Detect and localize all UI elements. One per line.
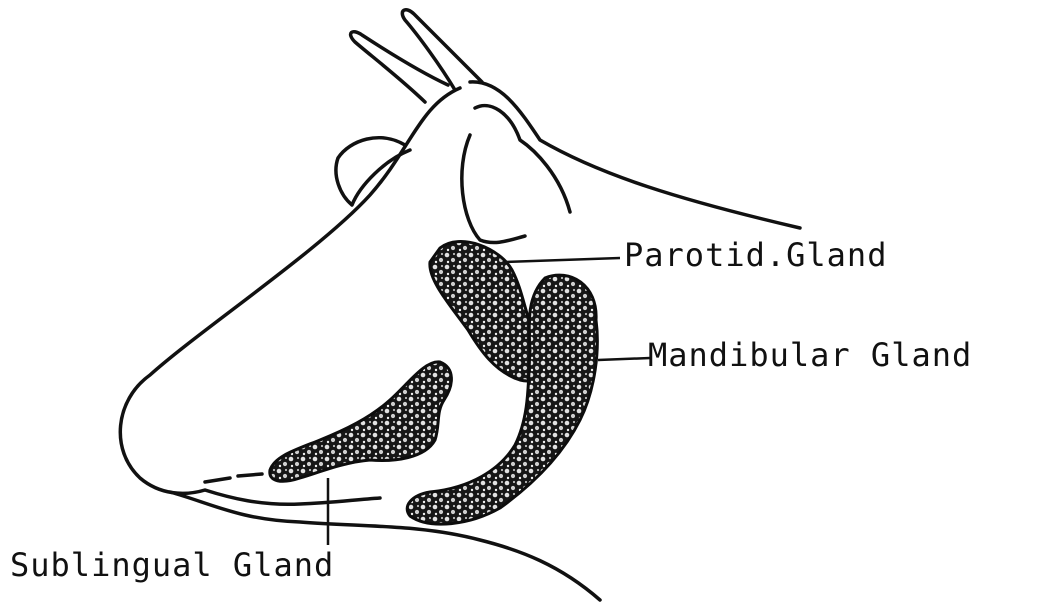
neck-top-outline [470,82,800,228]
cheek-curve [462,135,525,243]
sublingual-gland-label: Sublingual Gland [10,546,334,584]
mandibular-gland-label: Mandibular Gland [648,336,972,374]
horn-left [351,32,448,102]
ear-outline [336,138,410,205]
parotid-leader-line [505,258,620,262]
mouth-line [205,474,262,482]
parotid-gland-label: Parotid.Gland [624,236,887,274]
mandibular-leader-line [598,358,650,360]
neck-fold [475,106,570,212]
horn-right [402,10,482,90]
sublingual-gland-shape [270,362,452,481]
